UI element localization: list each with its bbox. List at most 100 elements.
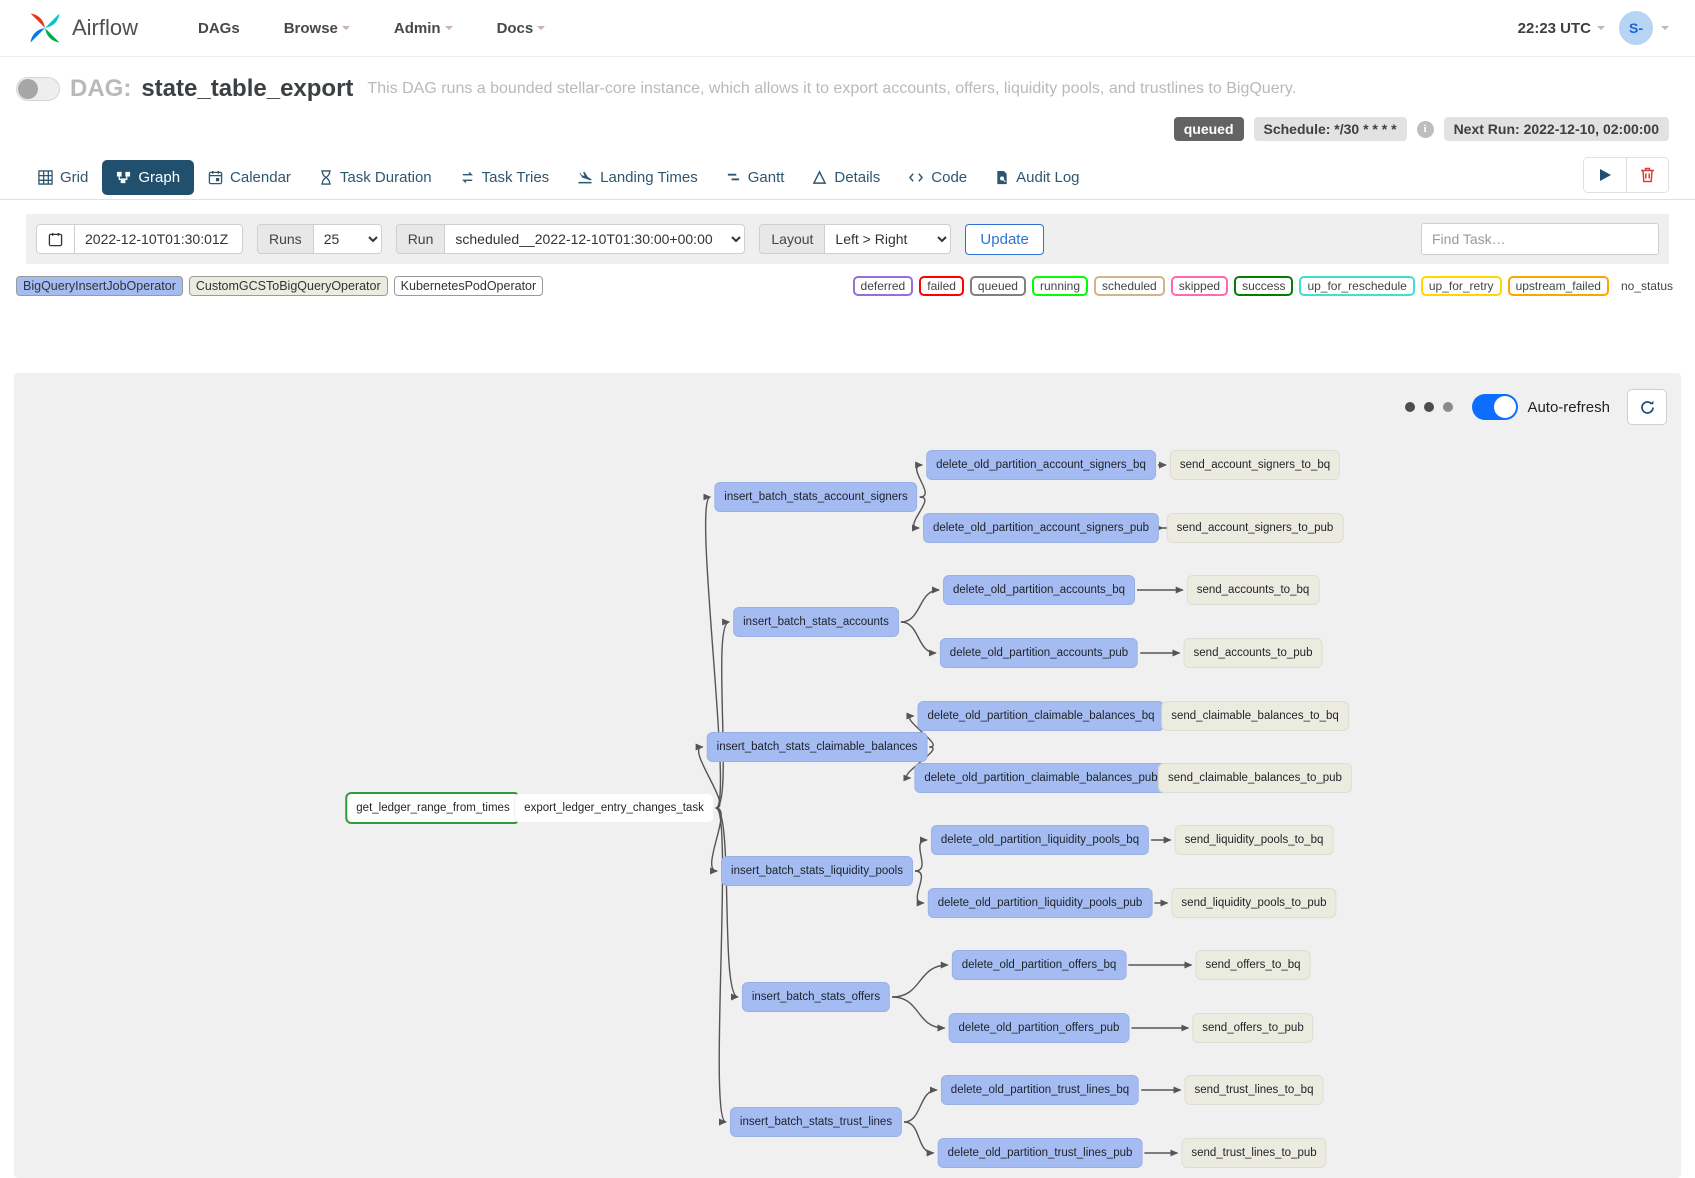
status-legend-item[interactable]: success xyxy=(1234,276,1294,296)
dot-icon xyxy=(1424,402,1435,412)
chevron-down-icon xyxy=(1597,26,1605,30)
main-nav: DAGs Browse Admin Docs xyxy=(198,19,546,37)
user-menu[interactable]: S- xyxy=(1619,11,1669,45)
task-node-send_accounts_to_pub[interactable]: send_accounts_to_pub xyxy=(1183,638,1323,668)
task-node-delete_old_partition_claimable_balances_pub[interactable]: delete_old_partition_claimable_balances_… xyxy=(914,763,1168,793)
status-legend-item[interactable]: scheduled xyxy=(1094,276,1165,296)
base-date-input[interactable] xyxy=(75,224,243,254)
dag-header: DAG: state_table_export This DAG runs a … xyxy=(0,57,1695,141)
dag-pause-toggle[interactable] xyxy=(16,77,60,101)
task-node-send_liquidity_pools_to_pub[interactable]: send_liquidity_pools_to_pub xyxy=(1171,888,1337,918)
task-node-insert_batch_stats_claimable_balances[interactable]: insert_batch_stats_claimable_balances xyxy=(706,732,928,762)
chevron-down-icon xyxy=(341,26,350,30)
task-node-delete_old_partition_offers_bq[interactable]: delete_old_partition_offers_bq xyxy=(951,950,1127,980)
task-node-send_liquidity_pools_to_bq[interactable]: send_liquidity_pools_to_bq xyxy=(1174,825,1334,855)
task-node-send_offers_to_bq[interactable]: send_offers_to_bq xyxy=(1195,950,1311,980)
avatar[interactable]: S- xyxy=(1619,11,1653,45)
status-legend-item[interactable]: upstream_failed xyxy=(1507,276,1609,296)
update-button[interactable]: Update xyxy=(965,223,1044,255)
task-node-export_ledger_entry_changes_task[interactable]: export_ledger_entry_changes_task xyxy=(514,793,714,823)
auto-refresh-toggle[interactable] xyxy=(1472,394,1519,420)
tab-calendar[interactable]: Calendar xyxy=(194,160,305,195)
nav-admin[interactable]: Admin xyxy=(394,20,453,37)
task-node-insert_batch_stats_trust_lines[interactable]: insert_batch_stats_trust_lines xyxy=(729,1107,903,1137)
grid-icon xyxy=(38,170,53,185)
dag-state-badge: queued xyxy=(1173,117,1244,141)
play-icon xyxy=(1600,169,1611,181)
task-node-send_offers_to_pub[interactable]: send_offers_to_pub xyxy=(1192,1013,1314,1043)
view-tabs: Grid Graph Calendar Task Duration Task T… xyxy=(0,157,1695,200)
dag-prefix: DAG: xyxy=(70,75,132,102)
task-node-delete_old_partition_trust_lines_bq[interactable]: delete_old_partition_trust_lines_bq xyxy=(940,1075,1140,1105)
task-node-insert_batch_stats_accounts[interactable]: insert_batch_stats_accounts xyxy=(733,607,899,637)
nav-docs[interactable]: Docs xyxy=(497,20,546,37)
airflow-logo-icon xyxy=(30,13,60,43)
airflow-brand[interactable]: Airflow xyxy=(26,9,138,47)
timezone-selector[interactable]: 22:23 UTC xyxy=(1518,20,1605,37)
status-legend-item[interactable]: no_status xyxy=(1620,279,1673,293)
find-task-input[interactable] xyxy=(1421,223,1659,255)
task-node-delete_old_partition_claimable_balances_bq[interactable]: delete_old_partition_claimable_balances_… xyxy=(917,701,1165,731)
task-node-send_account_signers_to_pub[interactable]: send_account_signers_to_pub xyxy=(1166,513,1344,543)
task-node-send_account_signers_to_bq[interactable]: send_account_signers_to_bq xyxy=(1169,450,1341,480)
status-legend-item[interactable]: queued xyxy=(969,276,1026,296)
task-node-delete_old_partition_liquidity_pools_pub[interactable]: delete_old_partition_liquidity_pools_pub xyxy=(927,888,1153,918)
task-node-send_trust_lines_to_pub[interactable]: send_trust_lines_to_pub xyxy=(1181,1138,1327,1168)
status-legend-item[interactable]: running xyxy=(1031,276,1088,296)
task-node-insert_batch_stats_account_signers[interactable]: insert_batch_stats_account_signers xyxy=(714,482,918,512)
repeat-icon xyxy=(461,171,473,184)
task-node-insert_batch_stats_offers[interactable]: insert_batch_stats_offers xyxy=(741,982,891,1012)
code-icon xyxy=(909,173,924,182)
task-node-send_trust_lines_to_bq[interactable]: send_trust_lines_to_bq xyxy=(1184,1075,1324,1105)
task-node-delete_old_partition_trust_lines_pub[interactable]: delete_old_partition_trust_lines_pub xyxy=(937,1138,1143,1168)
task-node-delete_old_partition_liquidity_pools_bq[interactable]: delete_old_partition_liquidity_pools_bq xyxy=(930,825,1150,855)
plane-landing-icon xyxy=(578,171,592,184)
tab-code[interactable]: Code xyxy=(894,160,981,195)
nav-dags[interactable]: DAGs xyxy=(198,19,240,37)
nav-browse[interactable]: Browse xyxy=(284,20,350,37)
tab-graph[interactable]: Graph xyxy=(102,160,195,195)
layout-select[interactable]: Left > Right xyxy=(825,224,952,254)
graph-panel: Auto-refresh get_ledger_range_from_times… xyxy=(14,373,1681,1178)
trigger-dag-button[interactable] xyxy=(1584,158,1626,192)
calendar-icon xyxy=(208,170,223,185)
auto-refresh-label: Auto-refresh xyxy=(1527,398,1610,416)
layout-label: Layout xyxy=(759,224,826,254)
operator-legend-item: CustomGCSToBigQueryOperator xyxy=(188,276,388,296)
status-legend-item[interactable]: up_for_retry xyxy=(1420,276,1502,296)
tab-task-duration[interactable]: Task Duration xyxy=(305,160,446,195)
tab-details[interactable]: Details xyxy=(798,160,894,195)
status-legend-item[interactable]: deferred xyxy=(852,276,914,296)
run-select[interactable]: scheduled__2022-12-10T01:30:00+00:00 xyxy=(445,224,746,254)
task-node-delete_old_partition_account_signers_pub[interactable]: delete_old_partition_account_signers_pub xyxy=(922,513,1160,543)
tab-landing-times[interactable]: Landing Times xyxy=(563,160,712,195)
task-node-send_claimable_balances_to_bq[interactable]: send_claimable_balances_to_bq xyxy=(1161,701,1349,731)
task-node-insert_batch_stats_liquidity_pools[interactable]: insert_batch_stats_liquidity_pools xyxy=(721,856,913,886)
tab-audit-log[interactable]: Audit Log xyxy=(981,160,1093,195)
info-icon[interactable]: i xyxy=(1416,120,1434,138)
task-node-delete_old_partition_accounts_pub[interactable]: delete_old_partition_accounts_pub xyxy=(939,638,1139,668)
status-legend-item[interactable]: skipped xyxy=(1170,276,1229,296)
task-node-delete_old_partition_accounts_bq[interactable]: delete_old_partition_accounts_bq xyxy=(943,575,1135,605)
num-runs-select[interactable]: 25 xyxy=(313,224,382,254)
status-legend-item[interactable]: up_for_reschedule xyxy=(1299,276,1415,296)
calendar-icon xyxy=(48,232,63,246)
refresh-button[interactable] xyxy=(1627,389,1667,425)
calendar-picker-button[interactable] xyxy=(36,224,75,254)
task-node-send_accounts_to_bq[interactable]: send_accounts_to_bq xyxy=(1186,575,1320,605)
task-node-delete_old_partition_offers_pub[interactable]: delete_old_partition_offers_pub xyxy=(948,1013,1130,1043)
task-node-send_claimable_balances_to_pub[interactable]: send_claimable_balances_to_pub xyxy=(1158,763,1352,793)
delete-dag-button[interactable] xyxy=(1626,158,1668,192)
task-node-get_ledger_range_from_times[interactable]: get_ledger_range_from_times xyxy=(345,792,521,824)
status-legend-item[interactable]: failed xyxy=(919,276,964,296)
task-node-delete_old_partition_account_signers_bq[interactable]: delete_old_partition_account_signers_bq xyxy=(926,450,1156,480)
tab-task-tries[interactable]: Task Tries xyxy=(446,160,564,195)
tab-grid[interactable]: Grid xyxy=(24,160,102,195)
operator-legend-item: BigQueryInsertJobOperator xyxy=(16,276,183,296)
brand-text: Airflow xyxy=(72,15,139,40)
tab-gantt[interactable]: Gantt xyxy=(712,160,799,195)
chevron-down-icon xyxy=(1661,26,1669,30)
